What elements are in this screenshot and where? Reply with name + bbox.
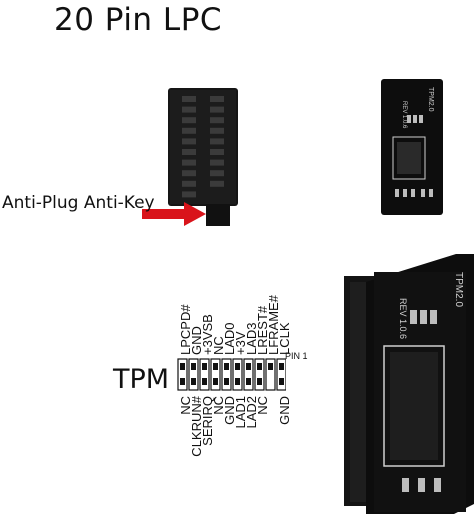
pin-bottom xyxy=(224,378,229,385)
header-pin xyxy=(210,106,224,113)
large-board-rev: REV 1.0.6 xyxy=(398,298,408,339)
pin-top xyxy=(213,363,218,370)
header-pin xyxy=(210,138,224,145)
pin-top xyxy=(224,363,229,370)
header-pin xyxy=(182,159,196,166)
anti-key-label: Anti-Plug Anti-Key xyxy=(2,193,155,213)
pin-bottom xyxy=(180,378,185,385)
board-pad xyxy=(395,189,399,197)
pin-column xyxy=(243,358,254,391)
board-pad xyxy=(429,189,433,197)
board-pad xyxy=(434,478,441,492)
pin-bottom xyxy=(279,378,284,385)
board-pad xyxy=(419,115,423,123)
page-title: 20 Pin LPC xyxy=(54,2,223,38)
header-pin xyxy=(182,96,196,102)
pin-bottom xyxy=(246,378,251,385)
board-pad xyxy=(403,189,407,197)
pin-column xyxy=(276,358,286,391)
board-pad xyxy=(420,310,427,324)
pin-bottom xyxy=(235,378,240,385)
header-pin xyxy=(210,96,224,102)
header-pin xyxy=(210,127,224,134)
red-arrow-icon xyxy=(142,202,206,226)
tpm-pin-header-diagram xyxy=(177,358,286,391)
board-pad xyxy=(418,478,425,492)
pin-bottom xyxy=(202,378,207,385)
header-pin xyxy=(182,127,196,134)
header-pin xyxy=(210,117,224,124)
pin-column xyxy=(221,358,232,391)
board-pad xyxy=(411,189,415,197)
board-pad xyxy=(421,189,425,197)
pin-bottom xyxy=(257,378,262,385)
pin-column xyxy=(232,358,243,391)
small-board-model: TPM2.0 xyxy=(427,87,434,112)
pin-top xyxy=(180,363,185,370)
tpm-module-small-image: TPM2.0 REV 1.0.6 xyxy=(381,79,443,215)
bottom-pin-label: GND xyxy=(277,396,292,425)
top-pin-label: LCLK xyxy=(277,322,292,355)
pin-top xyxy=(268,363,273,370)
header-pin xyxy=(182,117,196,124)
pin-top xyxy=(257,363,262,370)
pin-top xyxy=(202,363,207,370)
tpm-label: TPM xyxy=(113,364,170,395)
header-pin xyxy=(182,170,196,177)
board-pad xyxy=(410,310,417,324)
board-pad xyxy=(413,115,417,123)
pin1-label: PIN 1 xyxy=(285,351,308,361)
header-pin xyxy=(210,149,224,155)
header-pin xyxy=(182,106,196,113)
board-pad xyxy=(402,478,409,492)
header-pin xyxy=(210,180,224,187)
board-pad xyxy=(407,115,411,123)
pin-top xyxy=(246,363,251,370)
lpc-header-image xyxy=(168,88,238,226)
pin-column xyxy=(177,358,188,391)
header-pin xyxy=(210,170,224,177)
small-board-rev: REV 1.0.6 xyxy=(401,101,407,129)
tpm-module-large-image: TPM2.0 REV 1.0.6 xyxy=(344,254,474,514)
pin-bottom xyxy=(213,378,218,385)
bottom-pin-label: NC xyxy=(255,396,270,415)
header-pin xyxy=(182,191,196,198)
pin-top xyxy=(279,363,284,370)
header-pin xyxy=(182,149,196,155)
pin-column xyxy=(265,358,276,391)
pin-column xyxy=(254,358,265,391)
header-pin xyxy=(210,159,224,166)
pin-column xyxy=(188,358,199,391)
board-pad xyxy=(430,310,437,324)
pin-column xyxy=(210,358,221,391)
pin-top xyxy=(191,363,196,370)
header-pin xyxy=(182,180,196,187)
header-pin xyxy=(182,138,196,145)
pin-column xyxy=(199,358,210,391)
pin-bottom xyxy=(191,378,196,385)
large-board-model: TPM2.0 xyxy=(453,272,464,307)
pin-top xyxy=(235,363,240,370)
